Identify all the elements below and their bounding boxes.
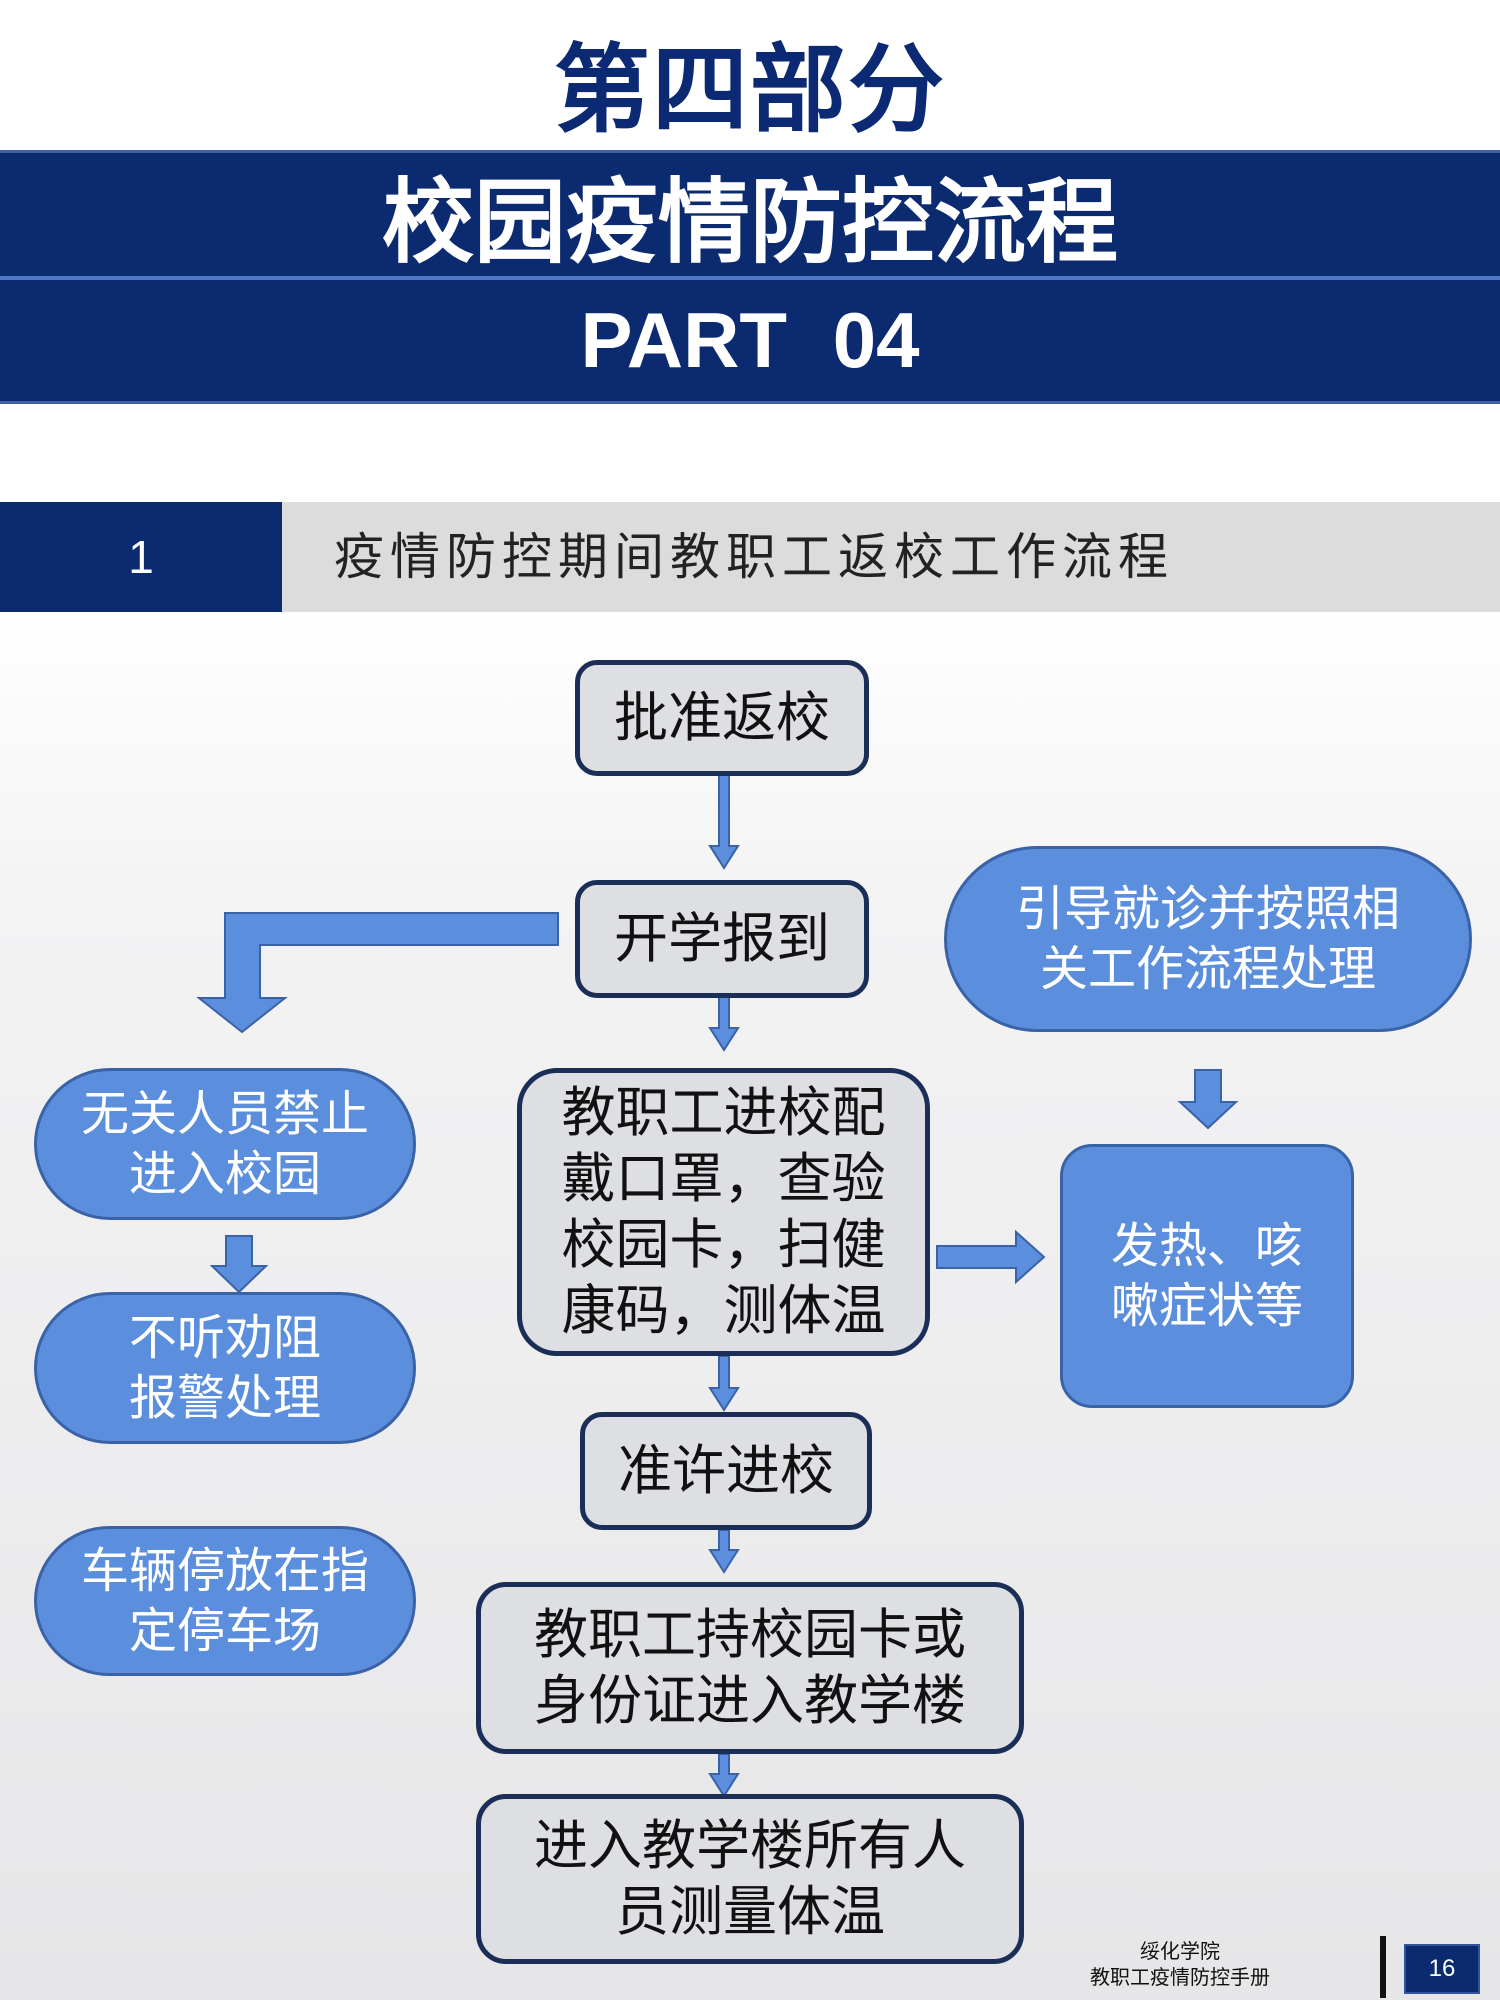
section-title: 疫情防控期间教职工返校工作流程 [334,528,1174,586]
arrow-check-to-symptoms [936,1229,1046,1285]
node-parking: 车辆停放在指 定停车场 [34,1526,416,1676]
section-number: 1 [128,531,154,583]
page-number-box: 16 [1404,1944,1480,1994]
arrow-allow-to-building [708,1529,740,1574]
footer-organization: 绥化学院 教职工疫情防控手册 [1050,1938,1310,1990]
part-label: 第四部分 [554,34,946,146]
node-no-outsiders: 无关人员禁止 进入校园 [34,1068,416,1220]
banner-divider [0,276,1500,280]
arrow-no-outsiders-to-police [209,1235,269,1294]
main-title: 校园疫情防控流程 [381,169,1118,276]
footer-handbook-name: 教职工疫情防控手册 [1090,1965,1270,1989]
arrow-building-to-temp [708,1753,740,1798]
arrow-registration-to-check [708,995,740,1052]
node-entry-check: 教职工进校配 戴口罩，查验 校园卡，扫健 康码，测体温 [517,1068,930,1356]
title-banner: 校园疫情防控流程 PART 04 [0,150,1500,404]
node-guide-medical: 引导就诊并按照相 关工作流程处理 [944,846,1472,1032]
arrow-registration-to-no-outsiders [196,912,559,1034]
part-number-english: PART 04 [580,296,920,384]
node-call-police: 不听劝阻 报警处理 [34,1292,416,1444]
node-approve-return: 批准返校 [575,660,869,776]
node-building-entry: 教职工持校园卡或 身份证进入教学楼 [476,1582,1024,1754]
node-building-temperature: 进入教学楼所有人 员测量体温 [476,1794,1024,1964]
footer-divider [1380,1936,1386,1998]
footer-org-name: 绥化学院 [1140,1939,1220,1963]
arrow-approve-to-registration [708,772,740,870]
arrow-guide-to-symptoms [1177,1069,1239,1130]
page-number: 16 [1428,1955,1456,1982]
node-allow-entry: 准许进校 [580,1412,872,1530]
section-header-bar: 1 疫情防控期间教职工返校工作流程 [0,502,1500,612]
arrow-check-to-allow [708,1355,740,1412]
section-number-box: 1 [0,502,282,612]
node-symptoms: 发热、咳 嗽症状等 [1060,1144,1354,1408]
node-registration: 开学报到 [575,880,869,998]
